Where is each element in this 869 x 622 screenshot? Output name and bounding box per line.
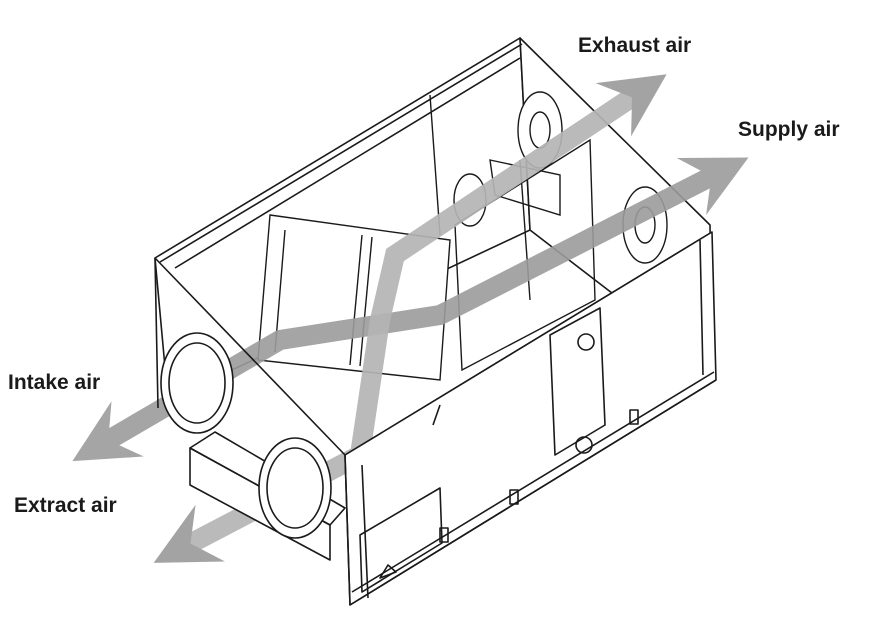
cabinet-front [154,231,717,606]
label-exhaust-air: Exhaust air [578,34,692,57]
label-intake-air: Intake air [8,371,101,394]
front-left-edge [154,257,159,409]
access-panel [549,307,606,456]
grommet-upper [577,333,595,351]
duct-collar-intake [160,332,234,434]
duct-collar-extract [258,437,332,539]
grommet-lower [575,436,593,454]
bottom-rail [349,379,717,606]
warning-sign [379,564,397,579]
label-supply-air: Supply air [738,118,840,141]
electrical-box [359,487,443,593]
label-extract-air: Extract air [14,494,117,517]
